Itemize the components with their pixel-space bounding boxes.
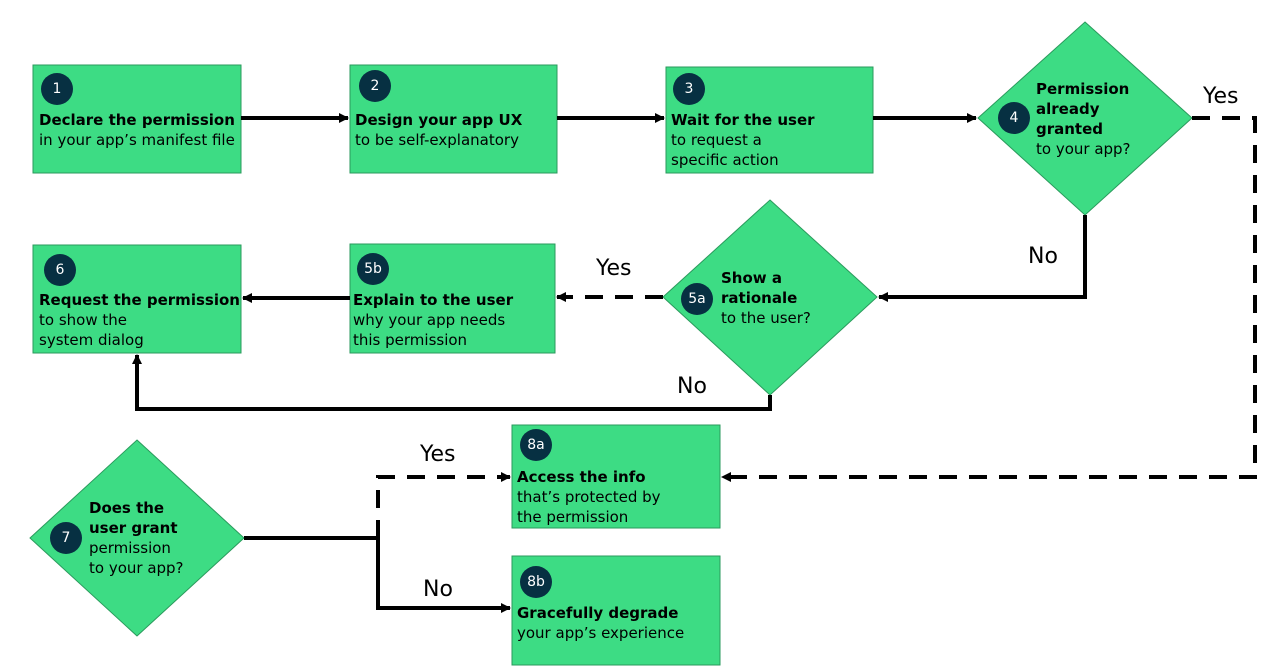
step-badge-8b: 8b (520, 566, 552, 598)
edge-label-no-5a: No (677, 374, 707, 399)
node-2-title: Design your app UX (355, 111, 523, 129)
edge-label-no-4: No (1028, 244, 1058, 269)
step-badge-8a: 8a (520, 429, 552, 461)
node-3-desc-2: specific action (671, 151, 779, 169)
step-badge-4: 4 (998, 102, 1030, 134)
edge-label-yes-4: Yes (1203, 84, 1239, 109)
node-5b-desc-2: this permission (353, 331, 468, 349)
node-4-text: Permission already granted to your app? (1036, 79, 1131, 159)
node-1-title: Declare the permission (39, 111, 235, 129)
node-8b-text: Gracefully degrade your app’s experience (517, 603, 684, 643)
node-3-desc-1: to request a (671, 131, 762, 149)
edge-4-yes-8a (721, 116, 1257, 482)
node-4-desc: to your app? (1036, 140, 1131, 158)
node-2-desc: to be self-explanatory (355, 131, 519, 149)
node-1-text: Declare the permission in your app’s man… (39, 110, 235, 150)
node-6-desc-2: system dialog (39, 331, 144, 349)
node-1-desc: in your app’s manifest file (39, 131, 235, 149)
step-badge-3: 3 (673, 73, 705, 105)
node-5a-desc: to the user? (721, 309, 811, 327)
node-5a-title-2: rationale (721, 289, 798, 307)
node-8a-title: Access the info (517, 468, 646, 486)
node-6-title: Request the permission (39, 291, 240, 309)
node-2-text: Design your app UX to be self-explanator… (355, 110, 522, 150)
node-5a-text: Show a rationale to the user? (721, 268, 811, 328)
node-6-text: Request the permission to show the syste… (39, 290, 240, 350)
node-5b-desc-1: why your app needs (353, 311, 506, 329)
node-8a-desc-2: the permission (517, 508, 629, 526)
node-6-desc-1: to show the (39, 311, 127, 329)
edge-7-no-8b (376, 538, 511, 613)
node-5a-title-1: Show a (721, 269, 782, 287)
step-badge-2: 2 (359, 70, 391, 102)
node-7-desc-1: permission (89, 539, 171, 557)
edge-label-yes-7: Yes (420, 442, 456, 467)
node-8b-title: Gracefully degrade (517, 604, 679, 622)
node-3-text: Wait for the user to request a specific … (671, 110, 815, 170)
node-7-title-2: user grant (89, 519, 178, 537)
step-badge-1: 1 (41, 73, 73, 105)
node-7-title-1: Does the (89, 499, 165, 517)
edge-4-no-5a (878, 215, 1087, 302)
node-5b-title: Explain to the user (353, 291, 514, 309)
node-4-title-2: already (1036, 100, 1100, 118)
step-badge-5a: 5a (681, 283, 713, 315)
edge-label-yes-5a: Yes (596, 256, 632, 281)
node-4-title-1: Permission (1036, 80, 1130, 98)
node-8b-desc: your app’s experience (517, 624, 685, 642)
step-badge-6: 6 (44, 254, 76, 286)
node-5b-text: Explain to the user why your app needs t… (353, 290, 513, 350)
step-badge-7: 7 (50, 522, 82, 554)
node-7-diamond (29, 439, 245, 637)
node-7-desc-2: to your app? (89, 559, 184, 577)
edge-label-no-7: No (423, 577, 453, 602)
step-badge-5b: 5b (357, 253, 389, 285)
edge-7-yes-8a (376, 472, 511, 538)
node-8a-desc-1: that’s protected by (517, 488, 661, 506)
node-3-title: Wait for the user (671, 111, 815, 129)
node-7-text: Does the user grant permission to your a… (89, 498, 184, 578)
node-8a-text: Access the info that’s protected by the … (517, 467, 661, 527)
edge-5a-no-6 (132, 354, 772, 411)
node-4-title-3: granted (1036, 120, 1104, 138)
